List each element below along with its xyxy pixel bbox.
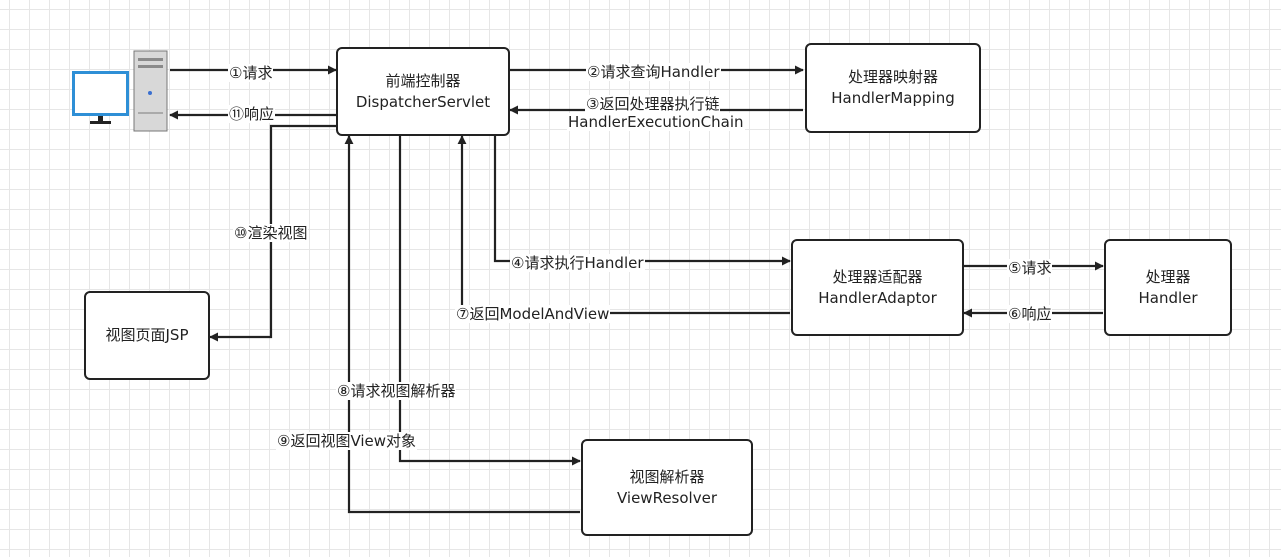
edge-label-response: ⑪响应 bbox=[228, 105, 276, 123]
handler-adaptor-node: 处理器适配器 HandlerAdaptor bbox=[791, 239, 964, 336]
edge-execute-handler bbox=[493, 136, 791, 266]
node-title: 处理器 bbox=[1145, 267, 1191, 286]
edge-return-view bbox=[344, 135, 580, 514]
edge-label-return-modelandview: ⑦返回ModelAndView bbox=[455, 305, 611, 323]
edge-request-resolver bbox=[398, 136, 581, 466]
edge-label-adaptor-request: ⑤请求 bbox=[1007, 259, 1053, 277]
edge-label-query-handler: ②请求查询Handler bbox=[586, 63, 721, 81]
edge-label-render-view: ⑩渲染视图 bbox=[233, 224, 309, 242]
edge-label-return-view: ⑨返回视图View对象 bbox=[276, 432, 418, 450]
edge-label-adaptor-response: ⑥响应 bbox=[1007, 305, 1053, 323]
node-subtitle: ViewResolver bbox=[616, 488, 717, 507]
handler-node: 处理器 Handler bbox=[1104, 239, 1232, 336]
node-title: 处理器适配器 bbox=[832, 267, 923, 286]
edge-return-modelandview bbox=[457, 135, 790, 315]
edge-label-return-chain: ③返回处理器执行链 bbox=[585, 95, 721, 113]
edge-label-request-resolver: ⑧请求视图解析器 bbox=[336, 382, 457, 400]
node-title: 前端控制器 bbox=[385, 71, 461, 90]
node-subtitle: HandlerMapping bbox=[831, 89, 955, 107]
edge-label-return-chain-sub: HandlerExecutionChain bbox=[567, 113, 745, 131]
dispatcher-servlet-node: 前端控制器 DispatcherServlet bbox=[336, 47, 510, 136]
edge-label-request: ①请求 bbox=[228, 64, 274, 82]
handler-mapping-node: 处理器映射器 HandlerMapping bbox=[805, 43, 981, 133]
edge-label-execute-handler: ④请求执行Handler bbox=[510, 254, 645, 272]
node-subtitle: HandlerAdaptor bbox=[818, 288, 937, 307]
node-subtitle: DispatcherServlet bbox=[355, 92, 491, 111]
jsp-view-node: 视图页面JSP bbox=[84, 291, 210, 380]
node-title: 视图解析器 bbox=[629, 467, 705, 486]
view-resolver-node: 视图解析器 ViewResolver bbox=[581, 439, 753, 536]
node-title: 视图页面JSP bbox=[105, 326, 189, 344]
node-title: 处理器映射器 bbox=[847, 68, 938, 86]
desktop-computer-icon bbox=[70, 50, 170, 132]
node-subtitle: Handler bbox=[1138, 288, 1198, 307]
